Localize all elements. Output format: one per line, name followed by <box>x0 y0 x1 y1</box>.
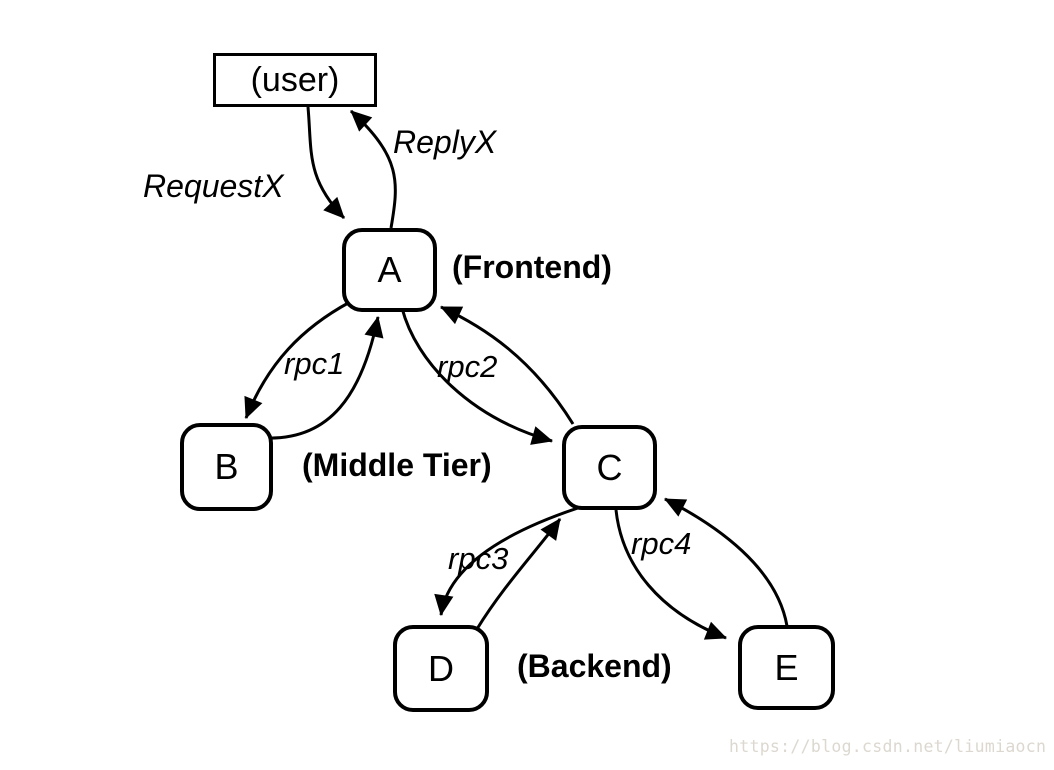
edge-user-to-a-request <box>306 106 346 220</box>
edge-a-to-user-reply <box>349 109 397 229</box>
node-e-label: E <box>774 646 799 688</box>
node-b: B <box>180 423 273 511</box>
node-b-label: B <box>214 446 239 487</box>
edge-c-to-a-reply <box>440 305 575 425</box>
edge-e-to-c-reply <box>664 497 789 627</box>
edge-a-to-b-request <box>244 300 351 419</box>
node-a-label: A <box>377 249 402 290</box>
edge-label-requestx: RequestX <box>143 168 284 204</box>
edge-a-to-c-request <box>400 307 554 445</box>
node-d-label: D <box>428 647 454 689</box>
edge-label-rpc2: rpc2 <box>437 349 498 384</box>
node-e: E <box>738 625 835 710</box>
watermark-url: https://blog.csdn.net/liumiaocn <box>729 737 1047 756</box>
edge-label-rpc3: rpc3 <box>448 541 509 576</box>
node-a: A <box>342 228 437 312</box>
edge-label-replyx: ReplyX <box>393 124 497 160</box>
edge-c-to-d-request <box>434 506 579 617</box>
edge-b-to-a-reply <box>265 315 384 440</box>
node-d: D <box>393 625 489 712</box>
tier-label-frontend: (Frontend) <box>452 249 612 285</box>
tier-label-middle: (Middle Tier) <box>302 447 492 483</box>
node-user-label: (user) <box>250 61 340 99</box>
edge-c-to-e-request <box>614 509 727 640</box>
tier-label-backend: (Backend) <box>517 648 672 684</box>
edge-d-to-c-reply <box>475 518 562 630</box>
node-user: (user) <box>213 53 377 107</box>
edge-label-rpc4: rpc4 <box>631 526 692 561</box>
node-c: C <box>562 425 657 510</box>
node-c-label: C <box>596 446 623 488</box>
edge-label-rpc1: rpc1 <box>284 346 345 381</box>
